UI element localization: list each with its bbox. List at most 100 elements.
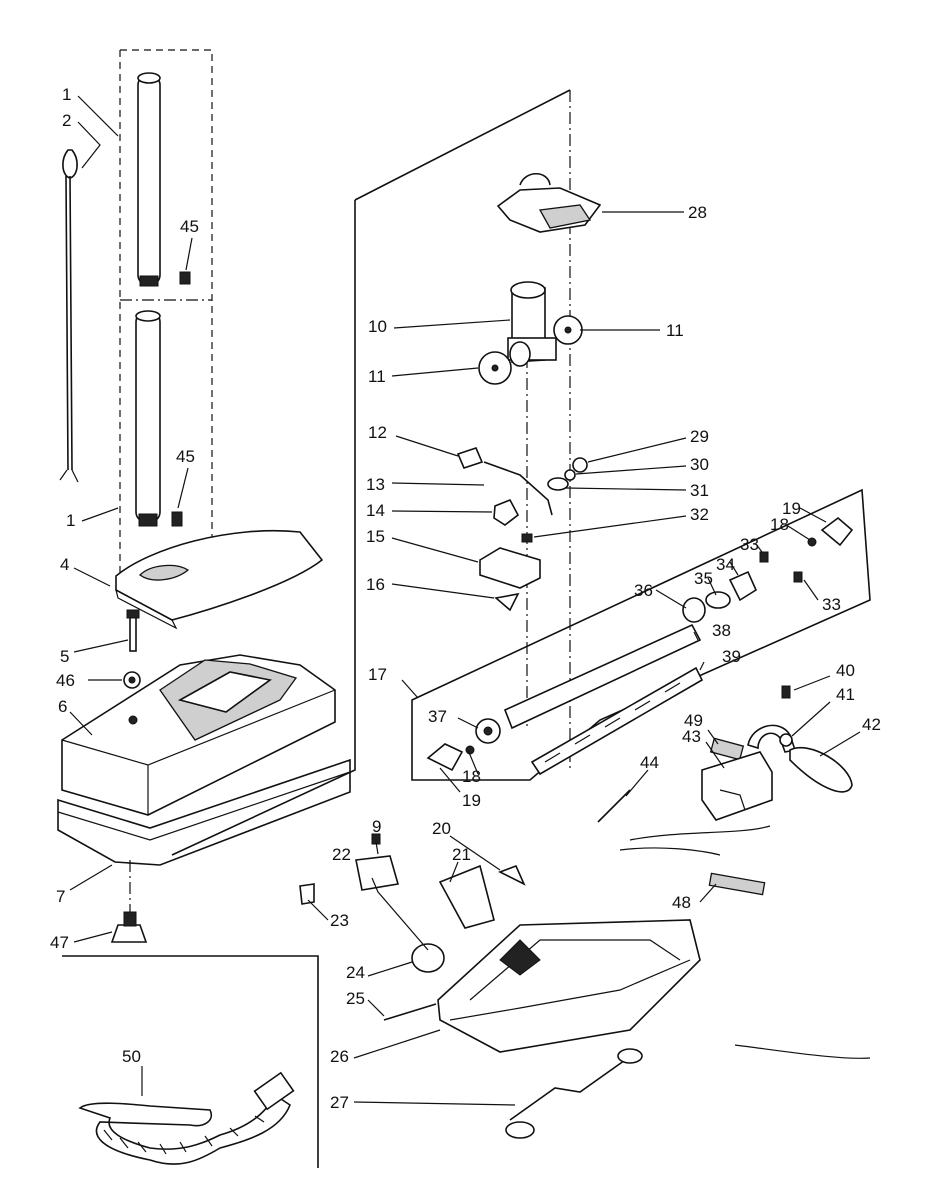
bracket-15 [479,547,541,589]
pad-48 [708,872,766,896]
base-housing-group [57,529,351,943]
handle-tube-group [59,49,213,590]
pedal-12 [456,447,484,469]
callout-50: 50 [122,1047,141,1066]
guard-21 [438,864,495,929]
callout-33-lower: 33 [822,595,841,614]
callout-27: 27 [330,1093,349,1112]
bottom-plate-7 [57,758,351,866]
pulley-34 [728,570,758,602]
callout-37: 37 [428,707,447,726]
callout-47: 47 [50,933,69,952]
callout-49: 49 [684,711,703,730]
callout-18-lower: 18 [462,767,481,786]
callout-38: 38 [712,621,731,640]
screw-33-upper [759,551,769,563]
callout-6: 6 [58,697,67,716]
callout-34: 34 [716,555,735,574]
callout-12: 12 [368,423,387,442]
callout-35: 35 [694,569,713,588]
callout-23: 23 [330,911,349,930]
base-pan-group [299,833,871,1139]
callout-31: 31 [690,481,709,500]
screw-25 [383,1003,437,1021]
end-bracket-19-upper [820,516,854,547]
callout-21: 21 [452,845,471,864]
callout-30: 30 [690,455,709,474]
bearing-18-lower [465,745,475,755]
callout-45-upper: 45 [180,217,199,236]
callout-labels: 1 2 45 45 1 4 5 46 6 7 47 28 10 11 11 12… [50,85,881,1112]
power-cord [59,149,79,483]
clip-20 [498,864,526,886]
callout-15: 15 [366,527,385,546]
bulb-24 [411,943,445,973]
screw-33-lower [793,571,803,583]
callout-24: 24 [346,963,365,982]
callout-46: 46 [56,671,75,690]
motor-43 [701,751,773,821]
callout-4: 4 [60,555,69,574]
callout-42: 42 [862,715,881,734]
motor-column-group [171,89,687,856]
washer-31 [547,477,569,491]
ring-29 [572,457,588,473]
upper-handle-tube [137,74,161,286]
callout-11-right: 11 [666,321,684,340]
lower-handle-tube [135,311,161,523]
pulley-36 [682,597,706,623]
base-pan-26 [437,919,701,1053]
callout-44: 44 [640,753,659,772]
callout-10: 10 [368,317,387,336]
callout-13: 13 [366,475,385,494]
callout-48: 48 [672,893,691,912]
pad-49 [709,737,745,761]
hood-cover [115,529,324,621]
callout-33-upper: 33 [740,535,759,554]
callout-16: 16 [366,575,385,594]
callout-18-upper: 18 [770,515,789,534]
foot-47 [110,924,148,943]
callout-40: 40 [836,661,855,680]
screw-40 [781,685,791,699]
bristle-strip-39 [530,666,704,776]
callout-43: 43 [682,727,701,746]
callout-1: 1 [62,85,71,104]
callout-45-lower: 45 [176,447,195,466]
callout-14: 14 [366,501,385,520]
callout-5: 5 [60,647,69,666]
callout-32: 32 [690,505,709,524]
ring-30 [564,469,576,481]
callout-9: 9 [372,817,381,836]
plug-23 [299,883,315,905]
callout-39: 39 [722,647,741,666]
callout-36: 36 [634,581,653,600]
callout-25: 25 [346,989,365,1008]
callout-2: 2 [62,111,71,130]
callout-19-upper: 19 [782,499,801,518]
screw-45-upper [179,271,191,285]
bolt-5 [129,614,137,652]
callout-22: 22 [332,845,351,864]
callout-20: 20 [432,819,451,838]
gear-14 [493,498,520,526]
pin-32 [521,533,533,543]
callout-19-lower: 19 [462,791,481,810]
brush-roll-group [401,488,871,793]
motor-group [597,675,861,903]
screw-45-lower [171,511,183,527]
switch-22 [355,855,400,891]
clip-16 [494,592,520,612]
end-bracket-19-lower [426,743,464,772]
callout-17: 17 [368,665,387,684]
callout-26: 26 [330,1047,349,1066]
hose-50 [78,1093,291,1165]
brush-roll-38 [503,623,702,730]
handle-27 [509,1057,629,1121]
callout-28: 28 [688,203,707,222]
callout-29: 29 [690,427,709,446]
callout-1-lower: 1 [66,511,75,530]
belt-42 [789,747,853,793]
hose-inset-group [62,955,319,1168]
